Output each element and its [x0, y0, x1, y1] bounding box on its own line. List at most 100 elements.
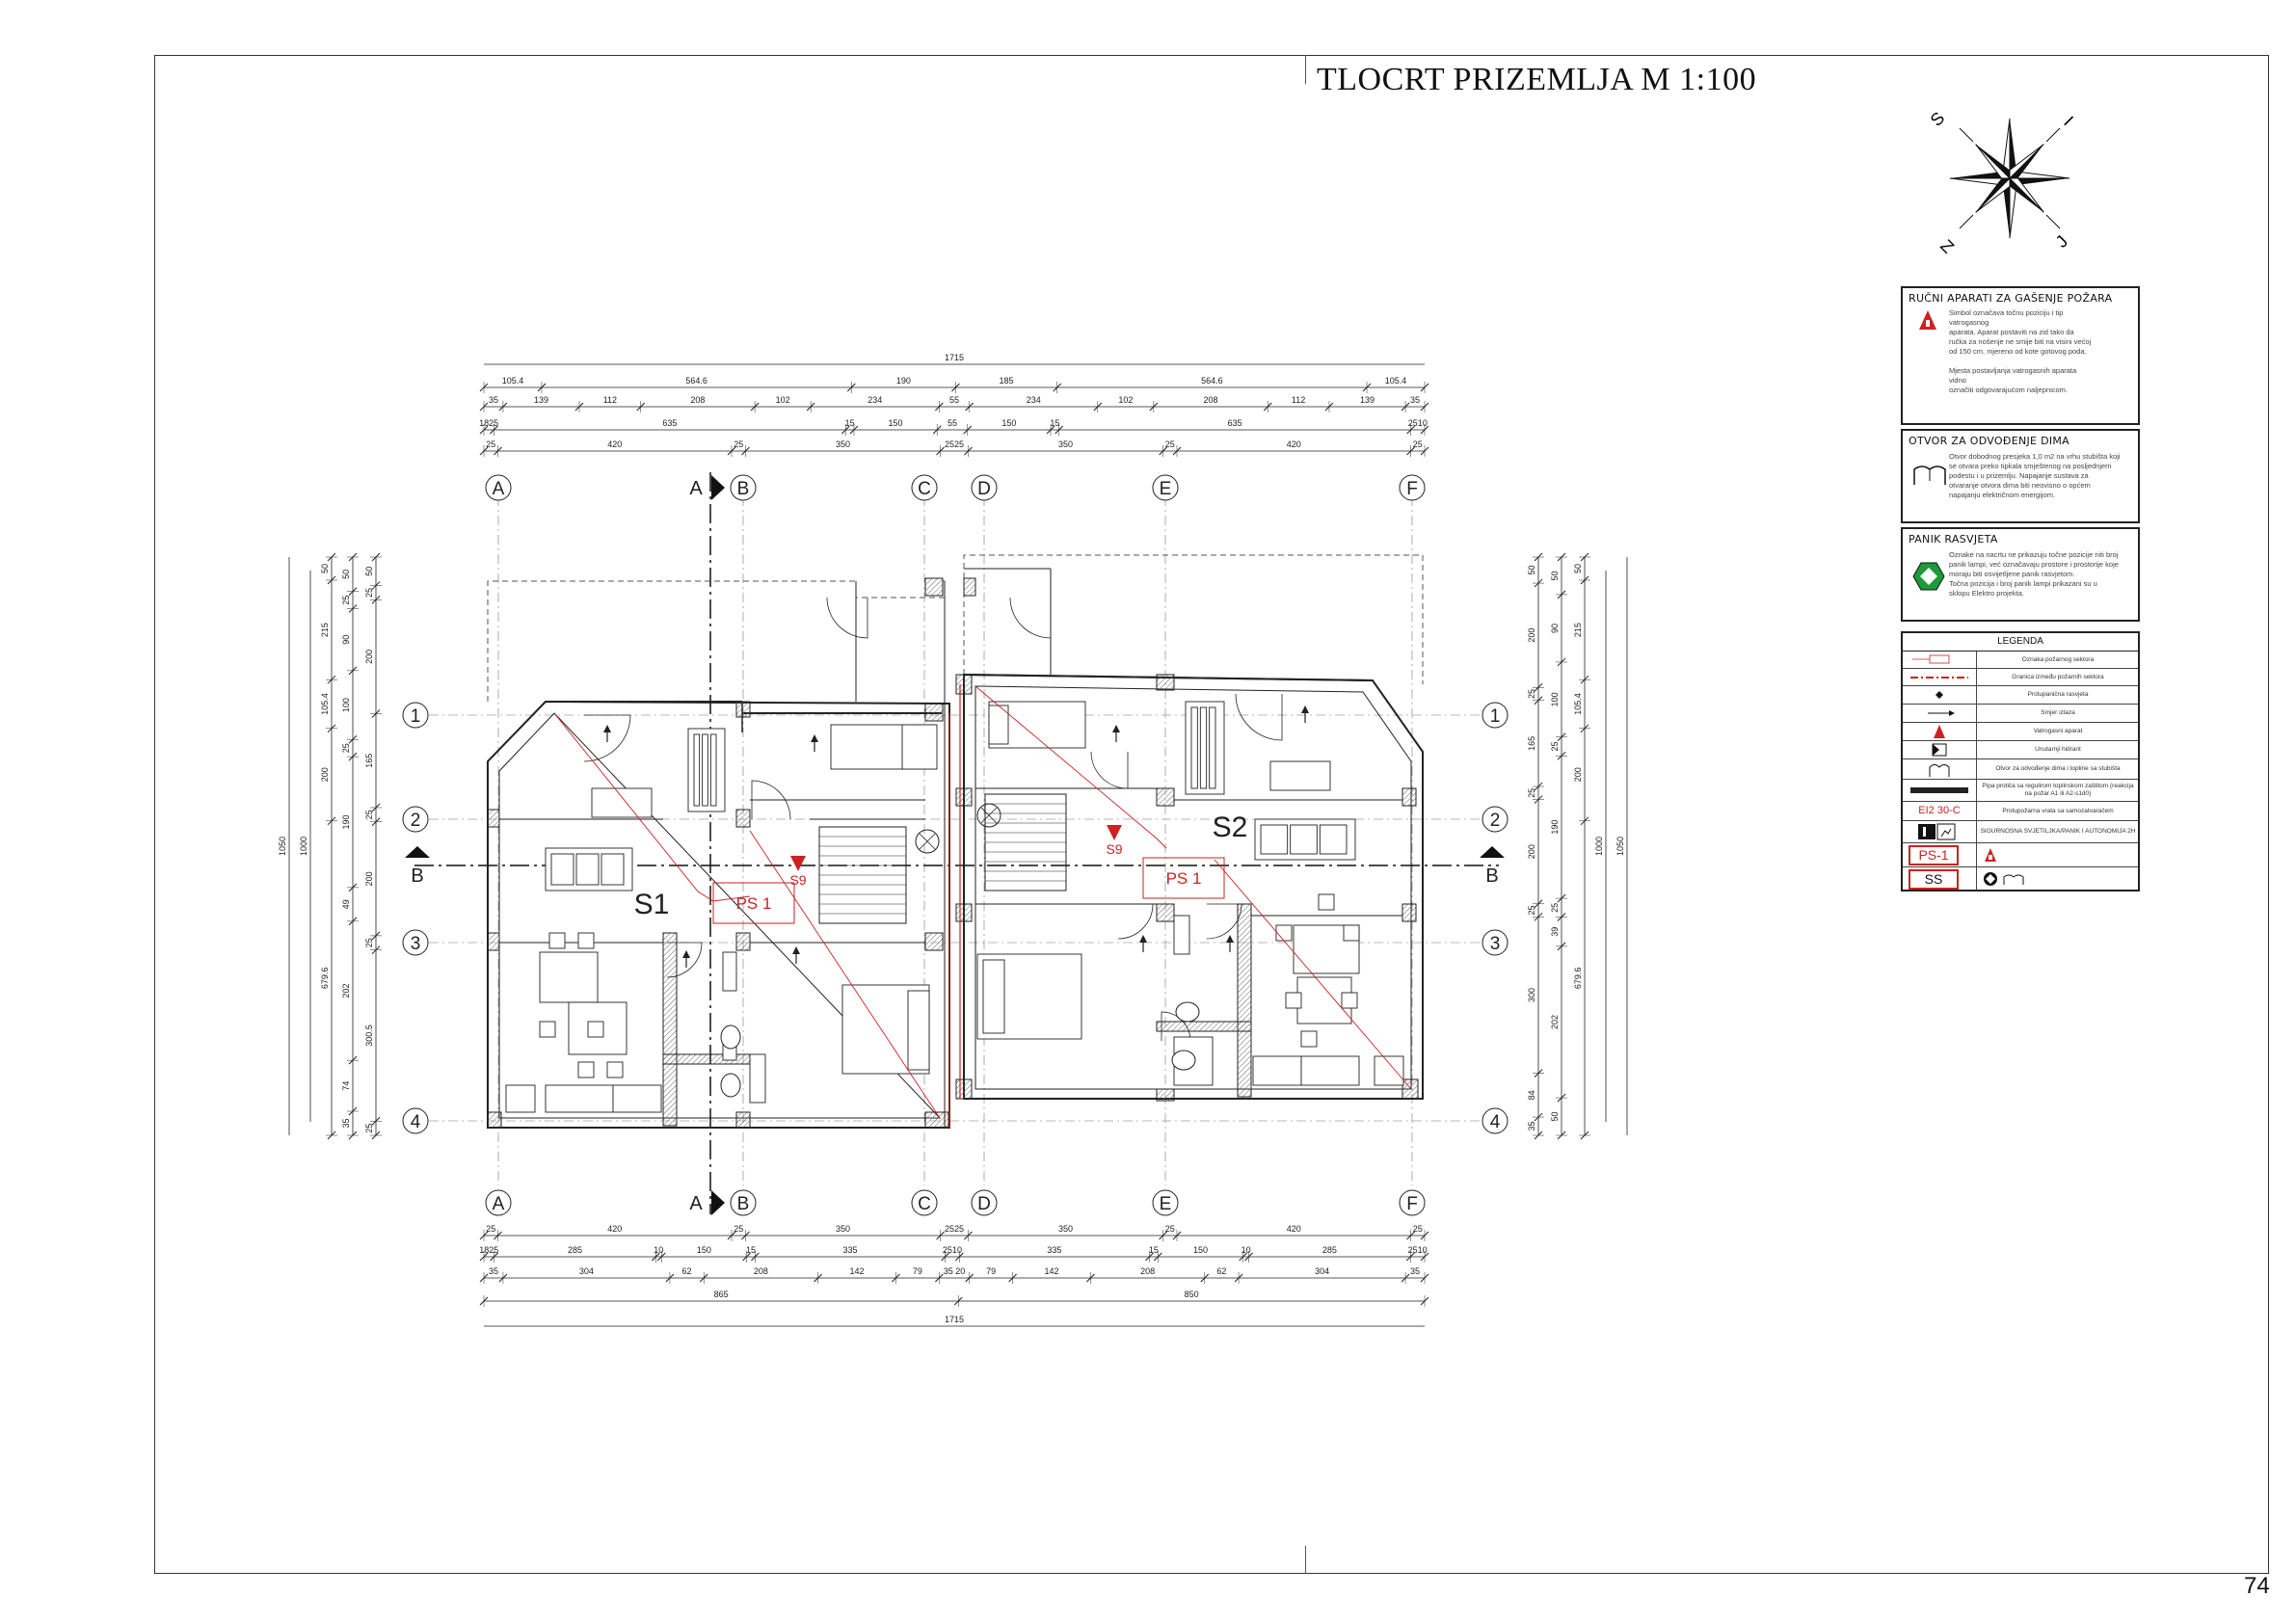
grid-bubble	[1399, 474, 1426, 501]
dimension-text: 50	[1550, 1112, 1560, 1122]
grid-bubble	[402, 806, 429, 833]
dimension-text: 185	[1000, 376, 1014, 386]
grid-number: 1	[1490, 706, 1501, 727]
unit-label-s1: S1	[634, 889, 670, 920]
chair	[606, 1061, 624, 1078]
shower	[1173, 915, 1190, 955]
dimension-text: 2525	[945, 439, 964, 449]
section-label-b: B	[1485, 865, 1498, 887]
sheet-frame	[154, 55, 2269, 1574]
dimension-text: 25	[1413, 439, 1423, 449]
wall	[955, 787, 973, 807]
grid-number: 2	[411, 811, 421, 831]
upper-floor-outline	[963, 554, 1424, 684]
dimension-text: 300	[1527, 988, 1536, 1002]
grid-bubble	[1152, 474, 1179, 501]
counter	[1252, 1055, 1302, 1086]
dimension-text: 420	[1287, 439, 1301, 449]
legenda-row: Vatrogasni aparat	[1903, 723, 2138, 741]
door-swing	[826, 597, 868, 639]
dimension-text: 679.6	[320, 968, 330, 990]
dimension-text: 102	[1118, 395, 1133, 405]
dimension-text: 25	[1165, 1224, 1175, 1234]
dimension-text: 165	[364, 754, 374, 768]
dimension-text: 25	[1550, 741, 1560, 751]
chair	[1300, 1030, 1318, 1048]
wall	[1402, 787, 1417, 807]
door-swing	[1235, 693, 1283, 741]
dimension-text: 215	[320, 623, 330, 637]
exit-arrow-icon	[1112, 725, 1120, 732]
dimension-total: 1000	[1594, 837, 1604, 856]
dimension-text: 25	[364, 810, 374, 819]
dimension-text: 10	[654, 1245, 663, 1255]
frame-divider	[1305, 1546, 1306, 1574]
grid-number: 3	[1490, 934, 1501, 954]
building-outline	[974, 685, 1412, 1090]
wall	[487, 809, 500, 828]
grid-letter: E	[1160, 1194, 1172, 1214]
wall	[487, 1111, 502, 1129]
dimension-text: 15	[1050, 418, 1059, 428]
wall	[924, 577, 944, 597]
dimension-text: 90	[1550, 624, 1560, 633]
sofa-cushion	[601, 853, 625, 886]
dimension-total: 1050	[1615, 837, 1625, 856]
grid-bubble	[911, 1189, 938, 1216]
dimension-text: 39	[1550, 927, 1560, 937]
dimension-text: 190	[1550, 820, 1560, 835]
grid-bubble	[402, 702, 429, 729]
dimension-text: 25	[486, 439, 495, 449]
wall	[662, 932, 678, 1127]
grid-bubble	[971, 1189, 998, 1216]
chair	[577, 1061, 595, 1078]
wall	[924, 703, 944, 722]
wall	[1156, 1088, 1175, 1102]
grid-bubble	[485, 1189, 512, 1216]
grid-bubble	[1399, 1189, 1426, 1216]
dimension-text: 142	[1044, 1266, 1058, 1276]
dimension-text: 49	[341, 899, 351, 909]
grid-bubble	[911, 474, 938, 501]
grid-letter: F	[1406, 479, 1418, 499]
chair	[587, 1021, 604, 1038]
panic-smoke-icons	[1984, 872, 2024, 886]
legend-title: OTVOR ZA ODVOĐENJE DIMA	[1909, 435, 2070, 447]
dimension-text: 304	[579, 1266, 594, 1276]
dimension-text: 150	[1193, 1245, 1208, 1255]
grid-letter: B	[737, 479, 750, 499]
legenda-row: Protupanična rasvjeta	[1903, 686, 2138, 705]
dimension-text: 50	[1573, 564, 1583, 573]
wall	[1402, 903, 1417, 922]
chair	[1285, 992, 1302, 1009]
legend-description: Otvor dobodnog presjeka 1,0 m2 na vrhu s…	[1949, 452, 2121, 499]
wall	[955, 674, 973, 695]
grid-bubble	[1482, 806, 1508, 833]
dimension-text: 1825	[479, 418, 498, 428]
toilet-icon	[1175, 1001, 1200, 1023]
panic-light-legend: PANIK RASVJETA Oznake na nacrtu ne prika…	[1901, 527, 2140, 622]
dimension-total: 1715	[945, 1315, 964, 1324]
dimension-text: 350	[1058, 439, 1073, 449]
fire-extinguisher-icon	[790, 856, 806, 871]
grid-number: 4	[411, 1112, 421, 1132]
dimension-text: 304	[1315, 1266, 1329, 1276]
pillows	[982, 959, 1005, 1034]
wall	[963, 577, 976, 597]
sofa-cushion	[1199, 706, 1208, 789]
dimension-text: 79	[986, 1266, 996, 1276]
dimension-text: 150	[697, 1245, 711, 1255]
dimension-text: 285	[1322, 1245, 1337, 1255]
dimension-text: 25	[486, 1224, 495, 1234]
dimension-text: 25	[364, 1124, 374, 1133]
dimension-text: 190	[341, 814, 351, 829]
grid-bubble	[1482, 702, 1508, 729]
legenda-table: LEGENDA Oznaka požarnog sektora Granica …	[1901, 631, 2140, 891]
counter	[612, 1084, 662, 1113]
dimension-text: 105.4	[1573, 693, 1583, 715]
dimension-text: 102	[776, 395, 790, 405]
grid-bubble	[730, 474, 757, 501]
shower-tray	[749, 1053, 766, 1104]
